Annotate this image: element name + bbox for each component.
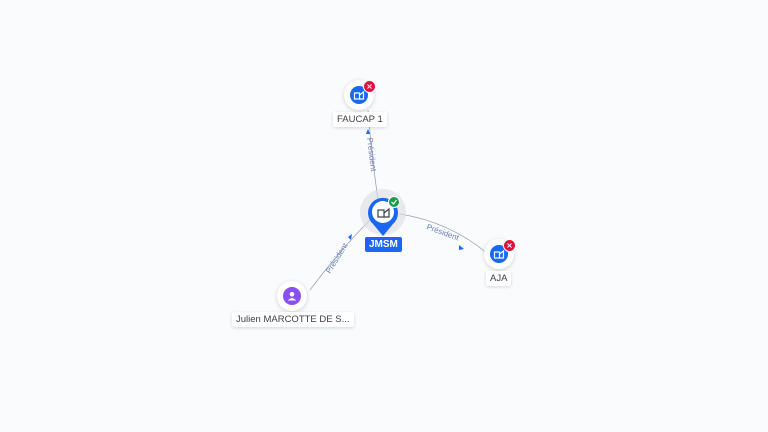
company-icon (377, 207, 390, 218)
node-aja[interactable]: × (484, 239, 516, 269)
edge-label-right: Président (425, 222, 461, 242)
close-icon: × (363, 80, 376, 93)
person-icon (283, 287, 301, 305)
main-node-label[interactable]: JMSM (365, 237, 402, 252)
node-label-aja[interactable]: AJA (486, 271, 512, 286)
edge-arrow-top (366, 129, 370, 134)
close-icon: × (503, 239, 516, 252)
edge-label-person: Président (324, 241, 350, 275)
check-icon (388, 196, 400, 208)
node-person[interactable] (277, 281, 307, 311)
main-node-pin[interactable] (360, 189, 406, 236)
edge-arrow-person (348, 234, 352, 240)
node-label-faucap[interactable]: FAUCAP 1 (333, 112, 387, 127)
edge-center-right (399, 213, 489, 255)
edge-arrow-right (459, 245, 464, 250)
edge-person-center (309, 219, 371, 291)
node-faucap[interactable]: × (344, 80, 376, 110)
edge-label-top: Président (365, 137, 378, 172)
node-label-person[interactable]: Julien MARCOTTE DE S... (232, 312, 354, 327)
